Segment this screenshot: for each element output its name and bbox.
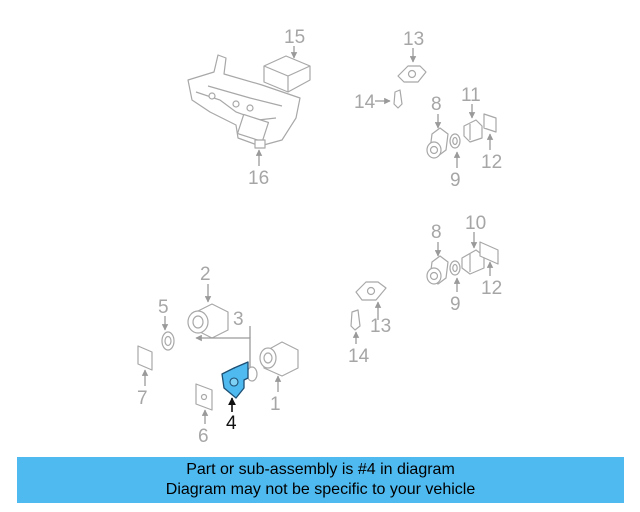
callout-1: 1 [270,394,281,415]
part-10-lower-holder[interactable] [461,249,485,275]
part-9-lower-ring[interactable] [449,260,461,276]
callout-13-upper: 13 [403,29,424,50]
part-15-control-module[interactable] [263,55,311,93]
part-14-upper-clip[interactable] [393,89,403,109]
part-4-bracket-highlighted[interactable] [221,361,249,399]
callout-16: 16 [248,168,269,189]
part-16-bracket-tray[interactable] [187,54,301,149]
parts-diagram: 15 16 13 14 8 9 11 12 8 [137,27,502,447]
info-banner: Part or sub-assembly is #4 in diagram Di… [17,457,624,503]
callout-10: 10 [465,213,486,234]
part-9-upper-ring[interactable] [449,133,461,149]
part-12-lower-pad[interactable] [479,241,499,265]
callout-5: 5 [158,297,169,318]
part-8-upper-sensor[interactable] [426,127,449,159]
part-12-upper-pad[interactable] [483,113,497,133]
part-7-pad[interactable] [137,345,153,371]
part-13-upper-bracket[interactable] [397,65,427,83]
callout-13-lower: 13 [370,316,391,337]
part-11-upper-holder[interactable] [463,119,483,143]
callout-8-lower: 8 [431,222,442,243]
part-14-lower-clip[interactable] [350,309,361,331]
part-1-sensor[interactable] [259,341,299,377]
callout-12-upper: 12 [481,152,502,173]
part-13-lower-bracket[interactable] [355,281,387,301]
callout-6: 6 [198,426,209,447]
callout-14-upper: 14 [354,92,376,113]
callout-15: 15 [284,27,305,48]
info-line-part-number: Part or sub-assembly is #4 in diagram [186,461,455,478]
callout-14-lower: 14 [348,346,370,367]
callout-2: 2 [200,264,211,285]
callout-8-upper: 8 [431,94,442,115]
callout-3: 3 [233,309,244,330]
callout-4: 4 [226,413,237,434]
callout-9-upper: 9 [450,170,461,191]
part-5-ring[interactable] [161,331,175,351]
part-6-pad[interactable] [195,383,213,411]
callout-9-lower: 9 [450,294,461,315]
part-2-sensor[interactable] [187,303,229,339]
part-8-lower-sensor[interactable] [426,255,449,285]
callout-7: 7 [137,388,148,409]
info-line-disclaimer: Diagram may not be specific to your vehi… [165,481,476,498]
callout-11: 11 [461,85,481,106]
callout-12-lower: 12 [481,278,502,299]
